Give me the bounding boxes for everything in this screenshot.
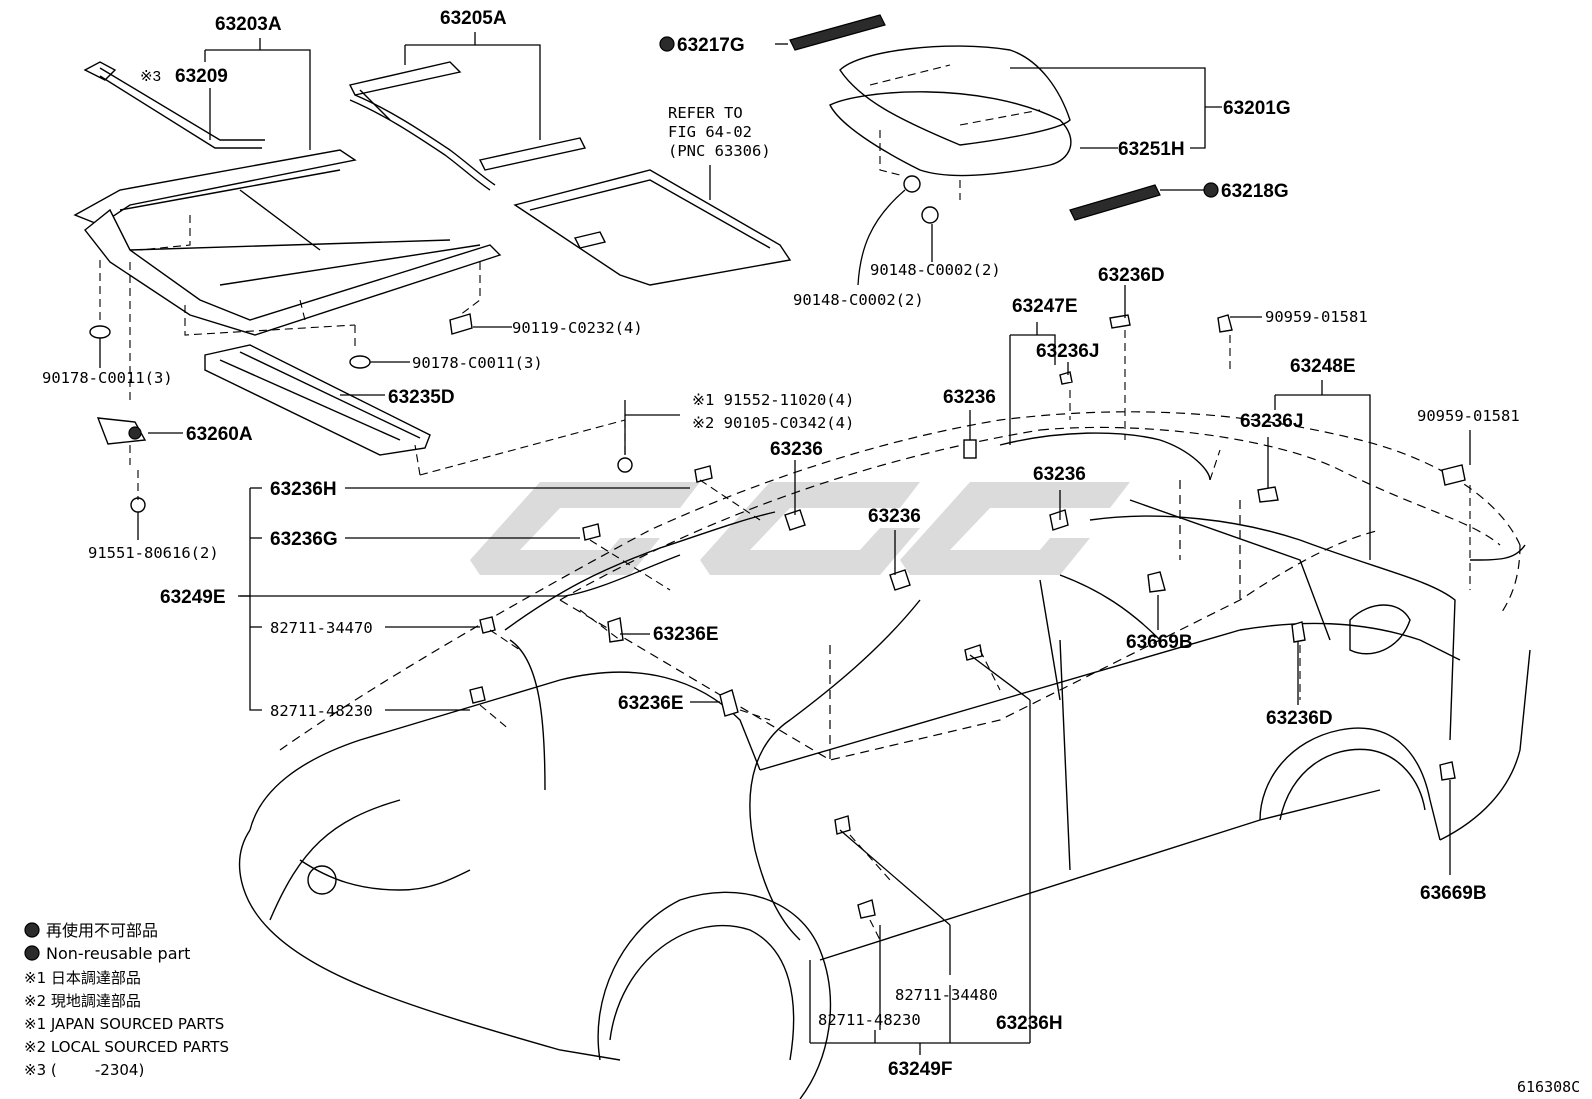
label-82711-48230-b: 82711-48230 [818, 1011, 921, 1029]
refer-line-3: (PNC 63306) [668, 142, 771, 160]
label-63217G: 63217G [677, 35, 745, 56]
label-63236E-a: 63236E [653, 624, 719, 645]
label-63236E-b: 63236E [618, 693, 684, 714]
clips [469, 314, 1466, 919]
label-63203A: 63203A [215, 14, 282, 35]
label-63236J-a: 63236J [1036, 341, 1099, 362]
watermark-logo [470, 482, 1130, 575]
motor-63260A [96, 417, 147, 465]
part-labels: 63203A ※3 63209 63205A 63217G 63201G 632… [42, 8, 1520, 1080]
label-63669B-a: 63669B [1126, 632, 1193, 653]
drain-hoses [504, 432, 1456, 941]
label-82711-34480: 82711-34480 [895, 986, 998, 1004]
label-63218G: 63218G [1221, 181, 1289, 202]
leader-lines [99, 32, 1471, 1055]
label-63209: 63209 [175, 66, 228, 87]
label-63236G: 63236G [270, 529, 338, 550]
refer-line-1: REFER TO [668, 104, 743, 122]
legend-line-7: ※3 ( -2304) [24, 1061, 144, 1079]
shade-63306 [513, 169, 792, 286]
label-91552: ※1 91552-11020(4) [692, 391, 854, 409]
label-90959-b: 90959-01581 [1417, 407, 1520, 425]
sunroof-frame-63203A [73, 149, 502, 350]
label-63249E: 63249E [160, 587, 226, 608]
bullet-63218G-icon [1203, 182, 1219, 198]
label-90959-a: 90959-01581 [1265, 308, 1368, 326]
label-63236D-top: 63236D [1098, 265, 1165, 286]
figure-code: 616308C [1517, 1078, 1580, 1096]
label-63249F: 63249F [888, 1059, 952, 1080]
car-body-outline [238, 411, 1531, 1099]
label-90105: ※2 90105-C0342(4) [692, 414, 854, 432]
label-63209-note: ※3 [140, 68, 161, 85]
legend-line-6: ※2 LOCAL SOURCED PARTS [24, 1038, 229, 1056]
label-63236-b: 63236 [770, 439, 823, 460]
label-90178-b: 90178-C0011(3) [412, 354, 543, 372]
strip-63217G [789, 14, 886, 51]
label-63235D: 63235D [388, 387, 455, 408]
label-90148-b: 90148-C0002(2) [793, 291, 924, 309]
label-63247E: 63247E [1012, 296, 1078, 317]
dashed-connectors [414, 330, 1471, 941]
label-63236-c: 63236 [1033, 464, 1086, 485]
label-90178-a: 90178-C0011(3) [42, 369, 173, 387]
reinforcement-63235D [204, 344, 431, 456]
legend: 再使用不可部品 Non-reusable part ※1 日本調達部品 ※2 現… [24, 921, 229, 1079]
glass-63201G [829, 45, 1072, 200]
legend-bullet-icon-2 [24, 945, 40, 961]
legend-line-5: ※1 JAPAN SOURCED PARTS [24, 1015, 224, 1033]
label-63205A: 63205A [440, 8, 507, 29]
rod-63209 [83, 61, 265, 149]
label-63260A: 63260A [186, 424, 253, 445]
label-63251H: 63251H [1118, 139, 1185, 160]
label-91551: 91551-80616(2) [88, 544, 219, 562]
label-63236H-a: 63236H [270, 479, 337, 500]
label-90119: 90119-C0232(4) [512, 319, 643, 337]
label-90148-a: 90148-C0002(2) [870, 261, 1001, 279]
legend-line-4: ※2 現地調達部品 [24, 992, 141, 1010]
legend-line-3: ※1 日本調達部品 [24, 969, 141, 987]
refer-line-2: FIG 64-02 [668, 123, 752, 141]
legend-line-2: Non-reusable part [46, 944, 190, 963]
strip-63218G [1069, 184, 1161, 221]
label-63248E: 63248E [1290, 356, 1356, 377]
legend-bullet-icon-1 [24, 922, 40, 938]
seal-63205A [348, 61, 587, 191]
label-63236-a: 63236 [943, 387, 996, 408]
label-63201G: 63201G [1223, 98, 1291, 119]
label-63669B-b: 63669B [1420, 883, 1487, 904]
label-63236D-b: 63236D [1266, 708, 1333, 729]
legend-line-1: 再使用不可部品 [46, 921, 158, 940]
fasteners [89, 175, 939, 513]
label-63236H-b: 63236H [996, 1013, 1063, 1034]
label-63236J-b: 63236J [1240, 411, 1303, 432]
label-82711-48230-a: 82711-48230 [270, 702, 373, 720]
bullet-63217G-icon [659, 36, 675, 52]
label-63236-d: 63236 [868, 506, 921, 527]
label-82711-34470: 82711-34470 [270, 619, 373, 637]
